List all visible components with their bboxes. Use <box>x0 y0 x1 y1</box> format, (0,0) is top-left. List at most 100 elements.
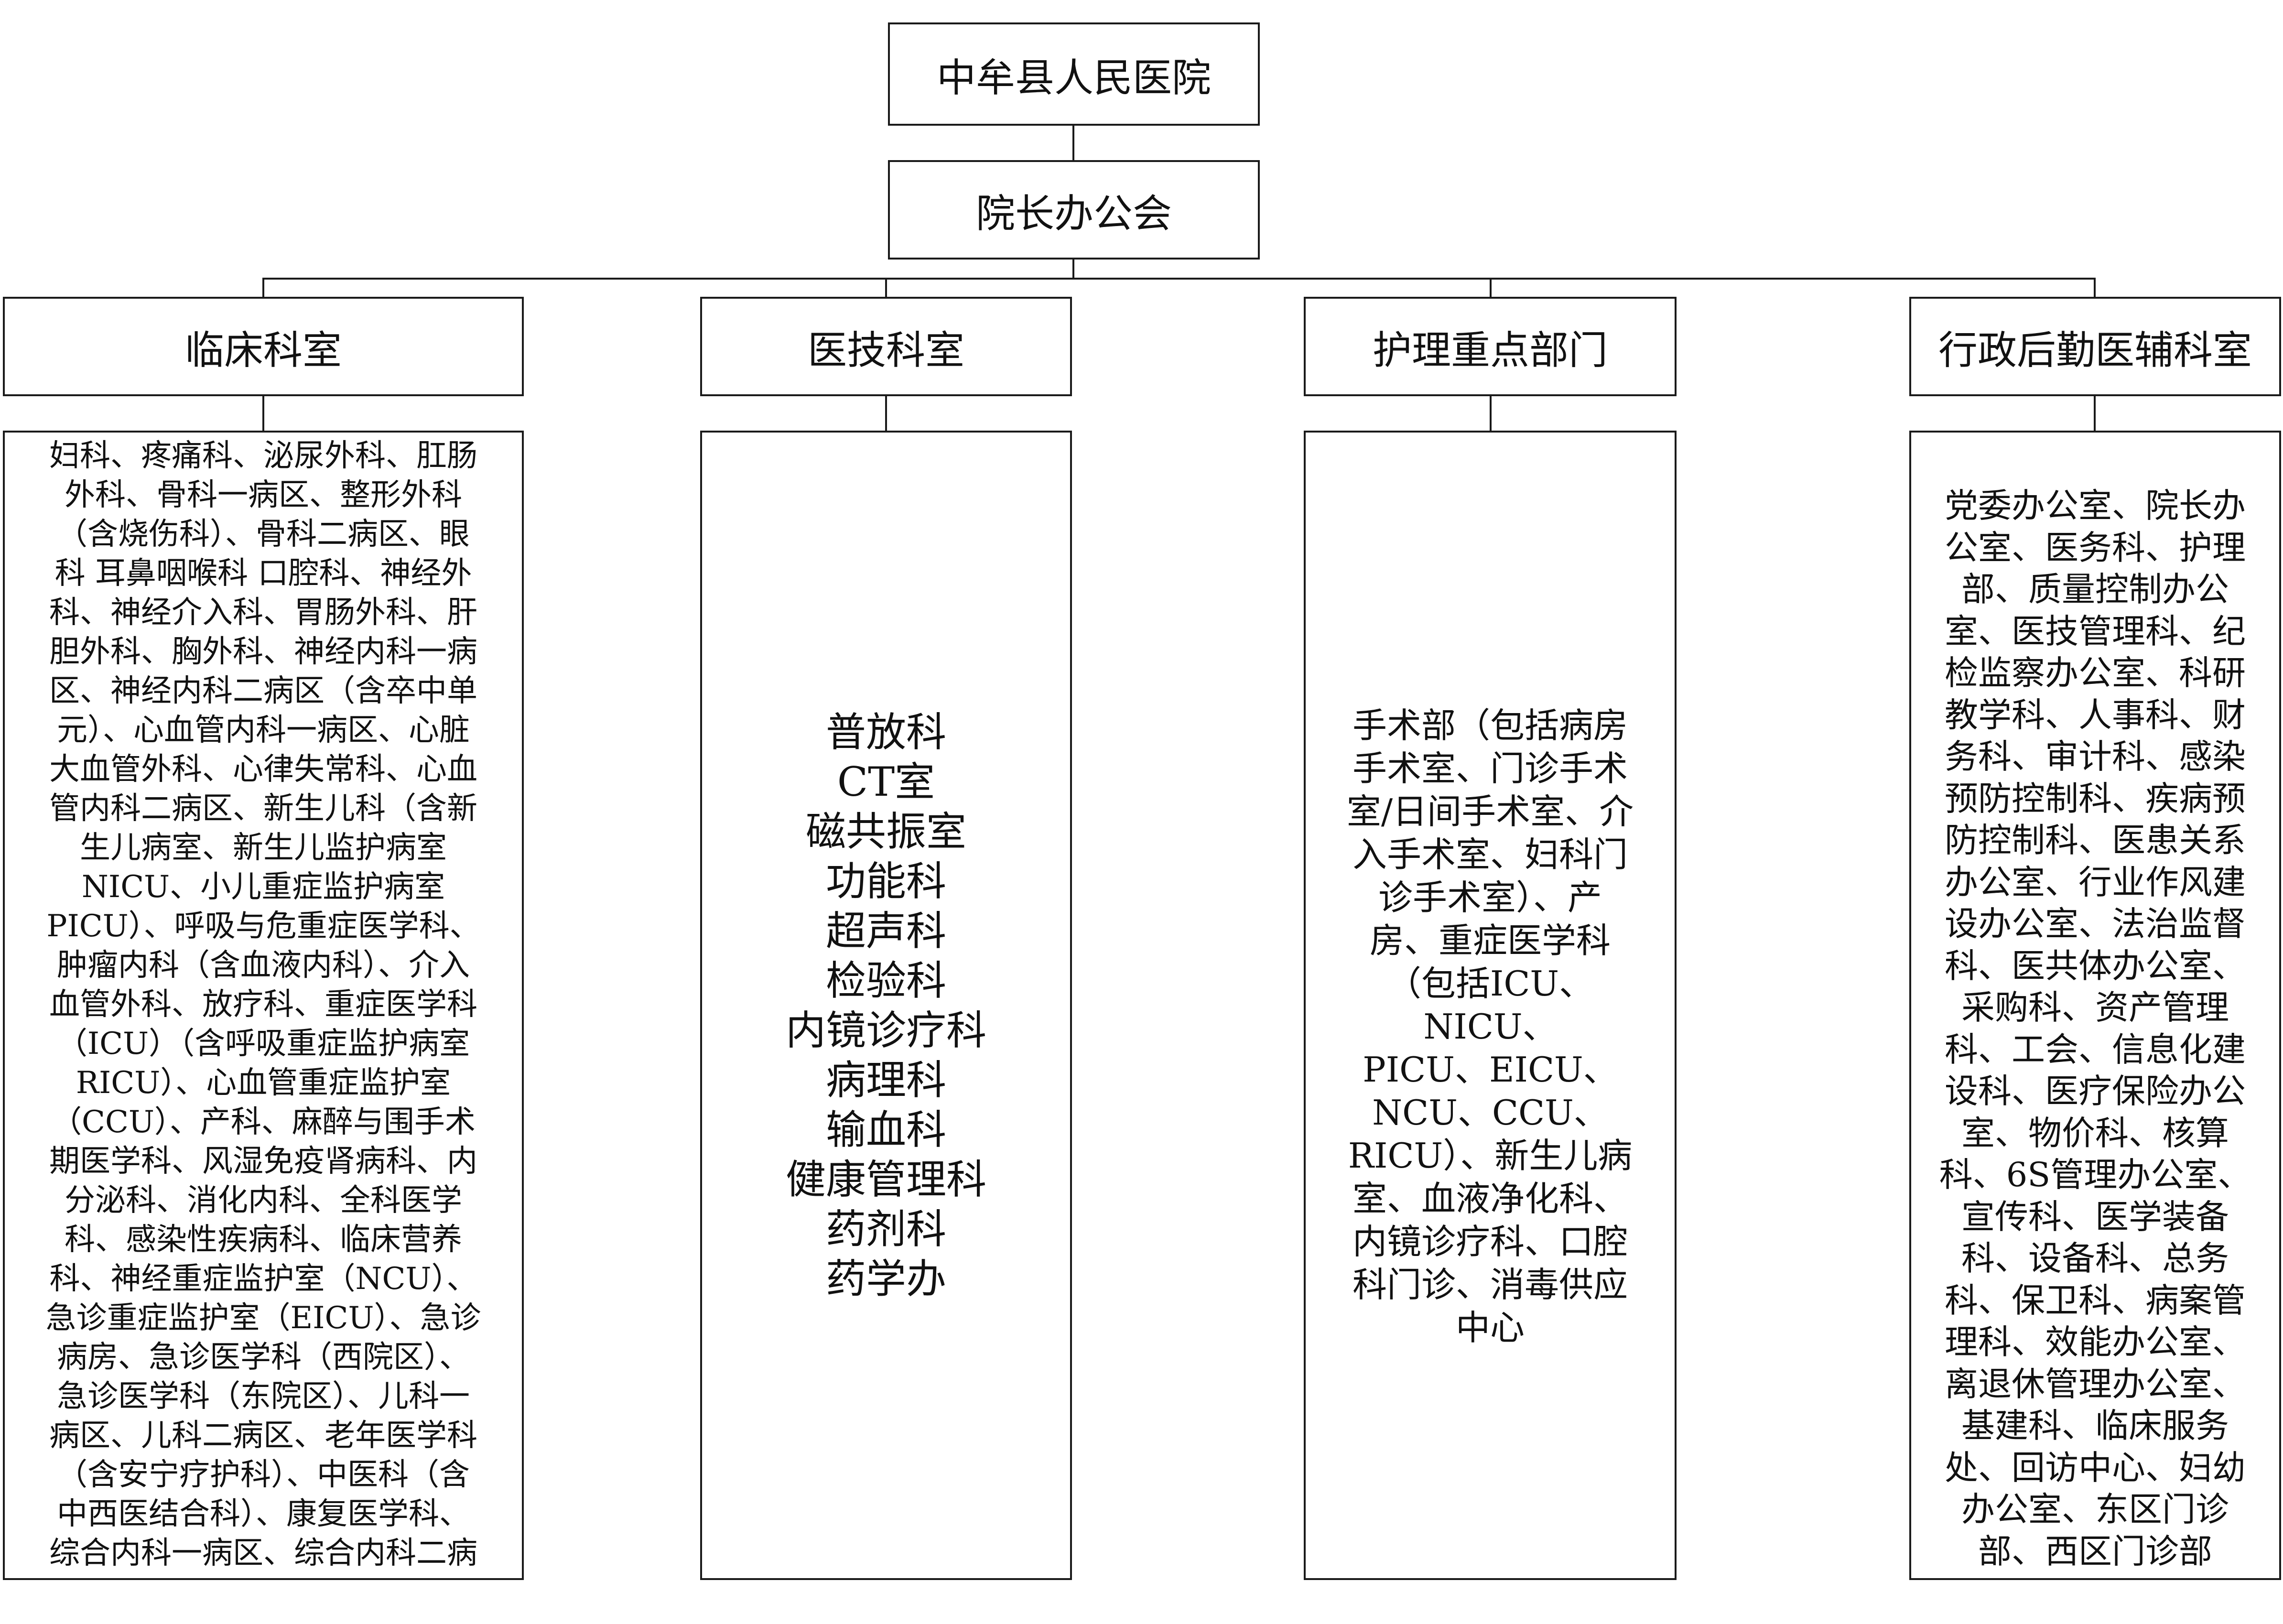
dept-clinical-content: 妇科、疼痛科、泌尿外科、肛肠外科、骨科一病区、整形外科 （含烧伤科）、骨科二病区、… <box>3 431 524 1580</box>
dept-nursing-title: 护理重点部门 <box>1372 327 1608 373</box>
list-line: 处、回访中心、妇幼 <box>1945 1448 2246 1487</box>
list-line: 科 耳鼻咽喉科 口腔科、神经外 <box>54 556 472 591</box>
list-line: 预防控制科、疾病预 <box>1945 779 2246 818</box>
dept-admin-header: 行政后勤医辅科室 <box>1909 297 2281 396</box>
connector-admin-content <box>2094 396 2096 431</box>
list-line: 元）、心血管内科一病区、心脏 <box>57 713 470 748</box>
list-line: 科、设备科、总务 <box>1961 1239 2229 1278</box>
connector-nursing-content <box>1490 396 1492 431</box>
list-line: 药学办 <box>825 1256 946 1302</box>
connector-clinical-content <box>262 396 264 431</box>
list-line: 科、神经介入科、胃肠外科、肝 <box>49 595 477 630</box>
list-line: 检验科 <box>825 957 946 1004</box>
list-line: 务科、审计科、感染 <box>1945 737 2246 776</box>
list-line: 诊手术室）、产 <box>1378 877 1602 918</box>
list-line: 胆外科、胸外科、神经内科一病 <box>49 634 477 670</box>
list-line: 普放科 <box>825 709 946 756</box>
list-line: 大血管外科、心律失常科、心血 <box>49 752 477 787</box>
dept-tech-title: 医技科室 <box>807 327 964 373</box>
dept-clinical-title: 临床科室 <box>184 327 342 373</box>
list-line: 健康管理科 <box>785 1156 986 1203</box>
list-line: （ICU）（含呼吸重症监护病室 <box>56 1026 470 1061</box>
list-line: 区 <box>24 1573 503 1578</box>
root-node-label: 中牟县人民医院 <box>936 55 1211 101</box>
list-line: 药剂科 <box>825 1206 946 1253</box>
list-line: PICU）、呼吸与危重症医学科、 <box>46 909 480 944</box>
root-node-box: 中牟县人民医院 <box>888 22 1260 126</box>
list-line: CT室 <box>837 758 935 805</box>
list-line: 部、西区门诊部 <box>1978 1531 2212 1571</box>
list-line: 公室、医务科、护理 <box>1945 528 2246 567</box>
list-line: NICU、小儿重症监护病室 <box>81 869 445 905</box>
dept-admin-content: 党委办公室、院长办公室、医务科、护理部、质量控制办公室、医技管理科、纪检监察办公… <box>1909 431 2281 1580</box>
list-line: 科门诊、消毒供应 <box>1352 1265 1628 1305</box>
list-line: 设办公室、法治监督 <box>1945 904 2246 943</box>
list-line: 采购科、资产管理 <box>1961 988 2229 1027</box>
list-line: 病理科 <box>825 1057 946 1104</box>
list-line: （含烧伤科）、骨科二病区、眼 <box>57 517 470 552</box>
list-line: 房、重症医学科 <box>1369 920 1611 961</box>
list-line: 室、医技管理科、纪 <box>1945 611 2246 651</box>
dept-tech-header: 医技科室 <box>700 297 1072 396</box>
list-line: （包括ICU、NICU、 <box>1386 964 1594 1047</box>
list-line: 办公室、东区门诊 <box>1961 1490 2229 1529</box>
list-line: 综合内科一病区、综合内科二病 <box>49 1536 477 1571</box>
list-line: 中西医结合科）、康复医学科、 <box>57 1496 470 1532</box>
dept-nursing-content: 手术部（包括病房手术室、门诊手术室/日间手术室、介入手术室、妇科门诊手术室）、产… <box>1304 431 1677 1580</box>
list-line: 教学科、人事科、财 <box>1945 695 2246 735</box>
list-line: 办公室、行业作风建 <box>1945 862 2246 902</box>
office-node-box: 院长办公会 <box>888 160 1260 260</box>
list-line: 病区、儿科二病区、老年医学科 <box>49 1418 477 1453</box>
dept-clinical-list: 妇科、疼痛科、泌尿外科、肛肠外科、骨科一病区、整形外科 （含烧伤科）、骨科二病区、… <box>24 436 503 1578</box>
list-line: 管内科二病区、新生儿科（含新 <box>49 791 477 826</box>
list-line: 防控制科、医患关系 <box>1945 821 2246 860</box>
list-line: 外科、骨科一病区、整形外科 <box>65 477 462 513</box>
list-line: 党委办公室、院长办 <box>1945 486 2246 525</box>
connector-tech-content <box>885 396 887 431</box>
list-line: RICU）、新生儿病 <box>1348 1136 1633 1176</box>
list-line: 宣传科、医学装备 <box>1961 1197 2229 1236</box>
connector-bus-admin <box>2094 278 2096 297</box>
list-line: 超声科 <box>825 908 946 954</box>
dept-nursing-list: 手术部（包括病房手术室、门诊手术室/日间手术室、介入手术室、妇科门诊手术室）、产… <box>1323 704 1657 1349</box>
list-line: 功能科 <box>825 858 946 905</box>
connector-bus-tech <box>885 278 887 297</box>
list-line: 肿瘤内科（含血液内科）、介入 <box>57 948 470 983</box>
list-line: 基建科、临床服务 <box>1961 1406 2229 1445</box>
list-line: 手术部（包括病房 <box>1352 705 1628 746</box>
list-line: 生儿病室、新生儿监护病室 <box>80 830 447 866</box>
connector-root-office <box>1072 126 1074 160</box>
dept-nursing-header: 护理重点部门 <box>1304 297 1677 396</box>
list-line: 病房、急诊医学科（西院区）、 <box>57 1340 470 1375</box>
list-line: RICU）、心血管重症监护室 <box>76 1065 451 1101</box>
office-node-label: 院长办公会 <box>975 191 1172 237</box>
list-line: 科、工会、信息化建 <box>1945 1029 2246 1069</box>
list-line: 科、神经重症监护室（NCU）、 <box>49 1261 477 1297</box>
list-line: 科、感染性疾病科、临床营养 <box>65 1222 462 1257</box>
list-line: 检监察办公室、科研 <box>1945 653 2246 693</box>
list-line: 手术室、门诊手术 <box>1352 748 1628 789</box>
dept-admin-title: 行政后勤医辅科室 <box>1938 327 2252 373</box>
list-line: 妇科、疼痛科、泌尿外科、肛肠 <box>49 438 477 474</box>
list-line: 理科、效能办公室、 <box>1945 1322 2246 1362</box>
list-line: 血管外科、放疗科、重症医学科 <box>49 987 477 1022</box>
list-line: 区、神经内科二病区（含卒中单 <box>49 673 477 709</box>
connector-bus-clinical <box>262 278 264 297</box>
dept-admin-list: 党委办公室、院长办公室、医务科、护理部、质量控制办公室、医技管理科、纪检监察办公… <box>1930 485 2260 1572</box>
list-line: （CCU）、产科、麻醉与围手术 <box>51 1104 476 1140</box>
list-line: （含安宁疗护科）、中医科（含 <box>57 1457 470 1493</box>
list-line: 分泌科、消化内科、全科医学 <box>65 1183 462 1218</box>
list-line: 部、质量控制办公 <box>1961 570 2229 609</box>
list-line: 科、6S管理办公室、 <box>1939 1155 2251 1194</box>
list-line: 室、血液净化科、 <box>1352 1179 1628 1219</box>
list-line: 内镜诊疗科 <box>785 1007 986 1054</box>
list-line: 科、医共体办公室、 <box>1945 946 2246 985</box>
connector-office-bus <box>1072 260 1074 279</box>
list-line: 急诊重症监护室（EICU）、急诊 <box>45 1300 481 1336</box>
list-line: 离退休管理办公室、 <box>1945 1364 2246 1404</box>
list-line: 设科、医疗保险办公 <box>1945 1072 2246 1111</box>
dept-clinical-header: 临床科室 <box>3 297 524 396</box>
list-line: 期医学科、风湿免疫肾病科、内 <box>49 1144 477 1179</box>
